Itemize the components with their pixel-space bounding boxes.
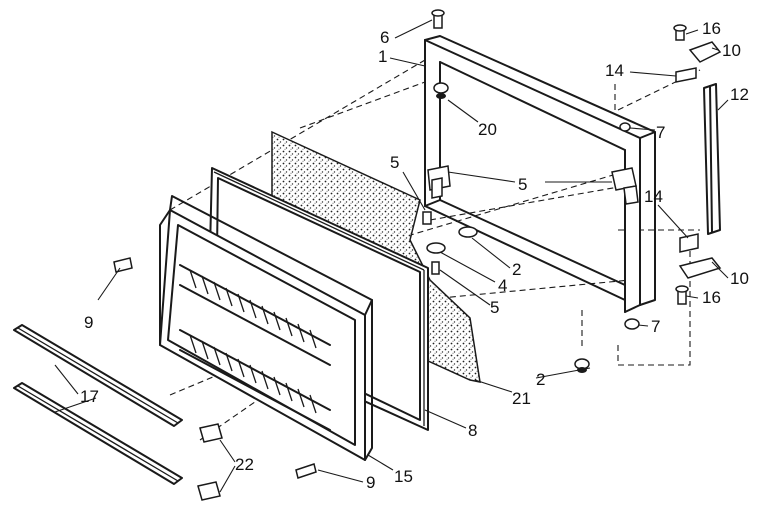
callout-14-lower: 14 <box>644 187 663 206</box>
liner-shelf-ribs <box>179 264 331 431</box>
callout-16-lower: 16 <box>702 288 721 307</box>
fasteners-frame <box>422 9 640 373</box>
door-handle <box>703 83 721 235</box>
door-liner <box>159 195 373 461</box>
callout-2-lower: 2 <box>536 370 545 389</box>
screw-bottom <box>295 463 317 479</box>
screw-left-top <box>113 257 133 273</box>
callout-7-lower: 7 <box>651 317 660 336</box>
bottom-hinge-assembly <box>675 233 722 305</box>
callout-8: 8 <box>468 421 477 440</box>
callout-9-left: 9 <box>84 313 93 332</box>
leader-lines <box>54 19 729 493</box>
callout-17: 17 <box>80 387 99 406</box>
callout-16-upper: 16 <box>702 19 721 38</box>
callout-1: 1 <box>378 47 387 66</box>
top-hinge-assembly <box>673 24 722 83</box>
callout-5-upper: 5 <box>390 153 399 172</box>
callout-10-lower: 10 <box>730 269 749 288</box>
callout-10-upper: 10 <box>722 41 741 60</box>
callout-4: 4 <box>498 276 507 295</box>
callout-7-upper: 7 <box>656 123 665 142</box>
callout-9-bottom: 9 <box>366 473 375 492</box>
end-caps <box>197 423 223 501</box>
callout-21: 21 <box>512 389 531 408</box>
shelf-trim-upper <box>13 324 183 427</box>
callout-22: 22 <box>235 455 254 474</box>
callout-2-upper: 2 <box>512 260 521 279</box>
callout-labels: 6 1 20 7 5 5 2 4 5 7 2 21 8 15 9 9 17 22… <box>80 19 749 492</box>
hinge-bracket-left <box>427 165 451 199</box>
callout-15: 15 <box>394 467 413 486</box>
callout-20: 20 <box>478 120 497 139</box>
callout-6: 6 <box>380 28 389 47</box>
shelf-trim-lower <box>13 382 183 485</box>
callout-14-upper: 14 <box>605 61 624 80</box>
callout-5-lower: 5 <box>490 298 499 317</box>
callout-12: 12 <box>730 85 749 104</box>
callout-3: 5 <box>518 175 527 194</box>
hinge-bracket-right <box>611 167 639 205</box>
